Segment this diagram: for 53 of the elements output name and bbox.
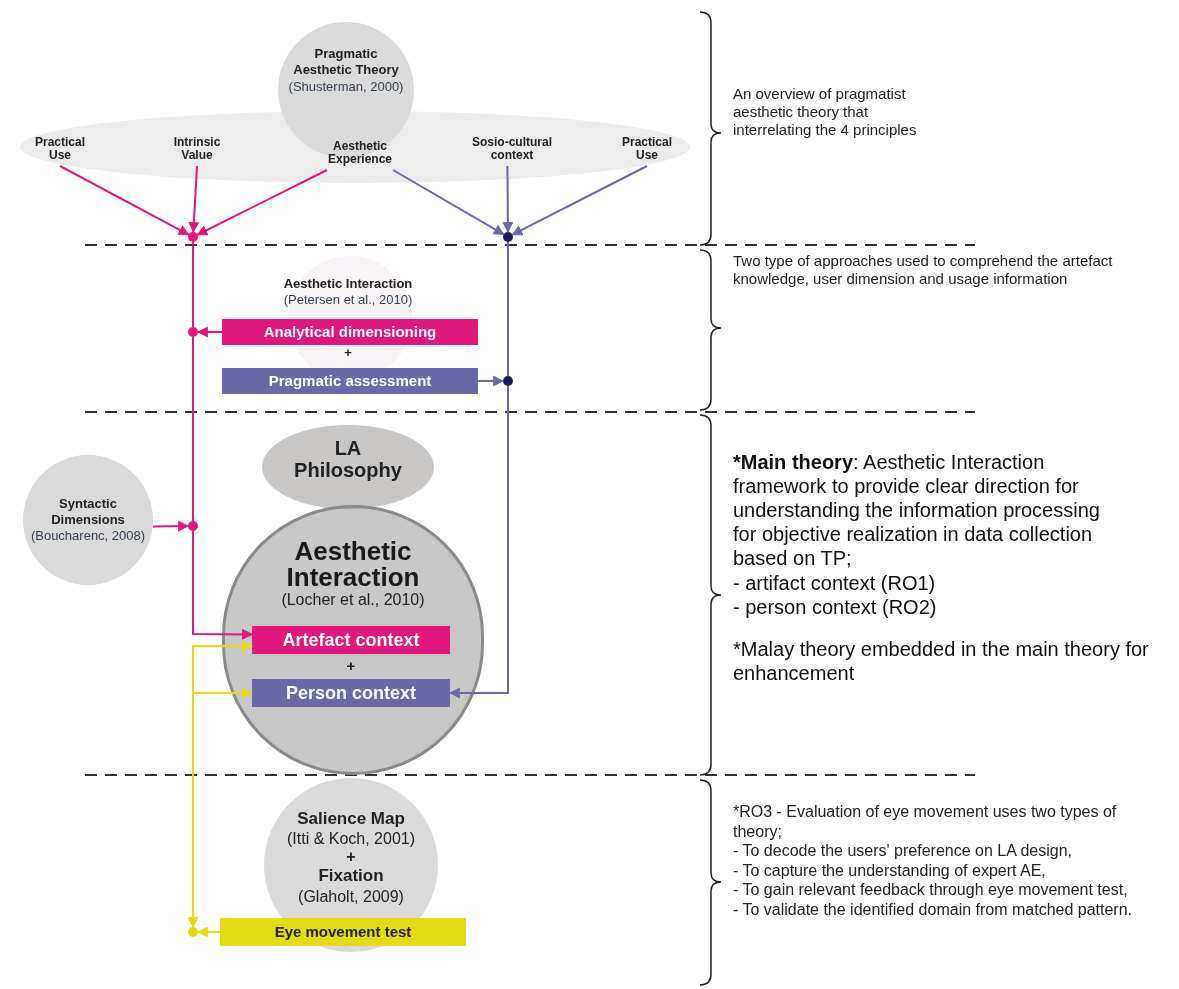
theory-title: Salience Map [297, 808, 405, 830]
philosophy-ellipse: LA Philosophy [262, 425, 434, 509]
citation: (Glaholt, 2009) [298, 886, 404, 907]
connector-line [192, 336, 194, 522]
citation: (Boucharenc, 2008) [30, 528, 146, 545]
arrow [187, 687, 254, 929]
principle-text: Sosio-cultural context [455, 136, 569, 166]
description-text: - To decode the users' preference on LA design, [733, 841, 1073, 861]
description-text: - artifact context (RO1) [733, 571, 937, 595]
description-text: *RO3 - Evaluation of eye movement uses two types of theory; [733, 802, 1118, 842]
arrow [188, 165, 200, 234]
arrow [192, 530, 254, 640]
arrow [196, 926, 221, 938]
context-bar: Person context [252, 679, 450, 707]
principle-text: Practical Use [612, 136, 682, 166]
principle-text: Practical Use [25, 136, 95, 166]
plus-sign: + [343, 346, 353, 359]
heading-title: Aesthetic Interaction [283, 276, 413, 293]
principle-text: Intrinsic Value [167, 136, 227, 166]
description-text: - To gain relevant feedback through eye movement test, [733, 880, 1129, 900]
citation: (Itti & Koch, 2001) [286, 829, 416, 850]
principle-text: Aesthetic Experience [305, 140, 415, 170]
description-text: *Main theory: Aesthetic Interaction framework to provide clear direction for understanding the information processing for objective realization in data collection based on TP; [733, 450, 1101, 570]
plus-sign: + [346, 849, 356, 866]
arrow [152, 520, 190, 532]
citation: (Locher et al., 2010) [281, 590, 425, 610]
arrow [196, 169, 328, 236]
citation: (Shusterman, 2000) [288, 78, 404, 95]
theory-title: Aesthetic Interaction [285, 538, 421, 590]
arrow [448, 385, 509, 699]
theory-title: Syntactic Dimensions [50, 495, 126, 529]
description-text: An overview of pragmatist aesthetic theory that interrelating the 4 principles [733, 85, 918, 139]
description-text: *Malay theory embedded in the main theory for enhancement [733, 637, 1150, 685]
theory-title: Pragmatic Aesthetic Theory [292, 46, 400, 79]
arrow [511, 165, 648, 236]
connector-line [507, 241, 509, 377]
connector-line [192, 241, 194, 328]
context-bar: Artefact context [252, 626, 450, 654]
arrow [196, 326, 223, 338]
approach-bar: Pragmatic assessment [222, 368, 478, 394]
test-bar: Eye movement test [220, 918, 466, 946]
citation: (Petersen et al., 2010) [283, 292, 413, 309]
approach-bar: Analytical dimensioning [222, 319, 478, 345]
description-text: - To capture the understanding of expert AE, [733, 860, 1047, 881]
arrow [392, 169, 505, 236]
arrow [502, 165, 514, 234]
theory-title: Fixation [318, 865, 384, 887]
arrow [477, 375, 505, 387]
plus-sign: + [345, 658, 357, 673]
description-text: - To validate the identified domain from matched pattern. [733, 899, 1134, 920]
arrow [59, 165, 190, 236]
description-text: Two type of approaches used to comprehend the artefact knowledge, user dimension and usage information [733, 252, 1114, 288]
description-text: - person context (RO2) [733, 595, 938, 619]
